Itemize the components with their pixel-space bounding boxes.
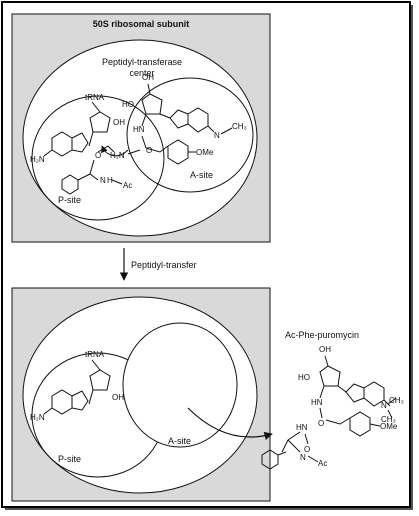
product-ac: Ac: [318, 459, 327, 468]
product-o-1: O: [318, 419, 324, 428]
a-site-label: A-site: [190, 170, 213, 180]
bottom-a-site-circle: [122, 322, 238, 448]
product-title: Ac-Phe-puromycin: [285, 330, 359, 340]
product-n-dim: N: [381, 401, 387, 410]
ptc-label-line2: center: [129, 68, 154, 78]
product-ho: HO: [298, 373, 310, 382]
ptc-label-line1: Peptidyl-transferase: [102, 57, 182, 67]
release-arrow: [187, 407, 273, 441]
a-o: O: [146, 146, 152, 155]
product-ome: OMe: [380, 422, 398, 431]
p-site-molecule: tRNA OH H₂N N H Ac O: [30, 93, 132, 195]
p-nh: N: [100, 176, 106, 185]
subunit-title: 50S ribosomal subunit: [93, 19, 190, 29]
p-h: H: [107, 176, 113, 185]
a-ho: HO: [122, 100, 134, 109]
p-trna-label: tRNA: [85, 93, 105, 102]
a-site-molecule: OH HO HN N CH₃ O H₂N OMe: [101, 73, 247, 165]
product-hn-2: HN: [296, 423, 308, 432]
p-o: O: [95, 151, 101, 160]
a-n-dim: N: [214, 131, 220, 140]
a-oh-top: OH: [142, 73, 154, 82]
product-ch3-2: CH₃: [381, 415, 396, 424]
bottom-p-site-label: P-site: [58, 454, 81, 464]
p-ac: Ac: [123, 181, 132, 190]
product-ch3-1: CH₃: [389, 396, 404, 405]
p-site-circle: [31, 95, 165, 221]
bottom-oh: OH: [112, 393, 124, 402]
bottom-p-site-molecule: tRNA OH H₂N: [30, 350, 124, 422]
a-site-circle: [126, 77, 254, 193]
a-ch3: CH₃: [232, 122, 247, 131]
ptc-circle: [22, 39, 258, 237]
p-oh-1: OH: [113, 118, 125, 127]
product-n-h: N: [300, 453, 306, 462]
bottom-trna-label: tRNA: [85, 350, 105, 359]
bottom-h2n: H₂N: [30, 413, 45, 422]
product-hn-1: HN: [311, 398, 323, 407]
a-ome: OMe: [196, 148, 214, 157]
bottom-a-site-label: A-site: [168, 436, 191, 446]
product-o-2: O: [304, 445, 310, 454]
p-h2n: H₂N: [30, 155, 45, 164]
a-hn: HN: [133, 125, 145, 134]
product-oh-top: OH: [319, 345, 331, 354]
transfer-label: Peptidyl-transfer: [131, 260, 197, 270]
product-molecule: Ac-Phe-puromycin OH HO HN N CH₃ CH₃ O OM…: [261, 330, 404, 470]
p-site-label: P-site: [58, 195, 81, 205]
